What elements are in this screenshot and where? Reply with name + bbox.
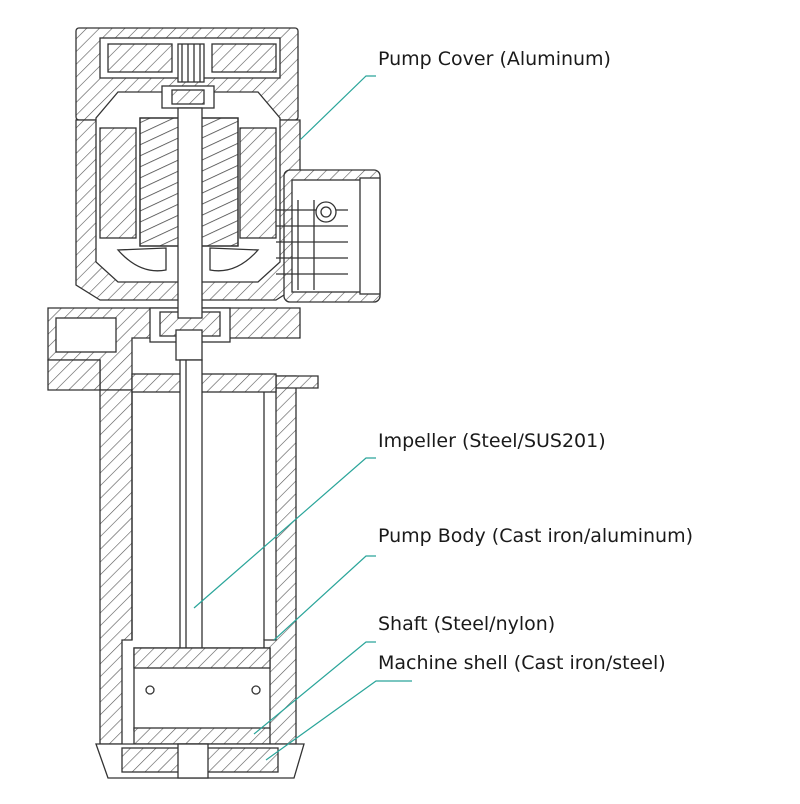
pump-body-column [99, 373, 319, 745]
label-machine-shell: Machine shell (Cast iron/steel) [378, 652, 666, 674]
leader-pump-body [273, 555, 376, 641]
pump-base [95, 743, 305, 779]
label-pump-cover: Pump Cover (Aluminum) [378, 48, 611, 70]
label-impeller: Impeller (Steel/SUS201) [378, 430, 606, 452]
label-shaft: Shaft (Steel/nylon) [378, 613, 556, 635]
leader-impeller [193, 457, 376, 609]
leader-lines [193, 75, 412, 761]
terminal-box [276, 169, 381, 303]
leader-shaft [253, 641, 376, 735]
leader-pump-cover [299, 75, 376, 141]
impeller-chamber [133, 647, 271, 745]
leader-machine-shell [265, 680, 412, 761]
label-pump-body: Pump Body (Cast iron/aluminum) [378, 525, 693, 547]
shaft [175, 107, 203, 741]
